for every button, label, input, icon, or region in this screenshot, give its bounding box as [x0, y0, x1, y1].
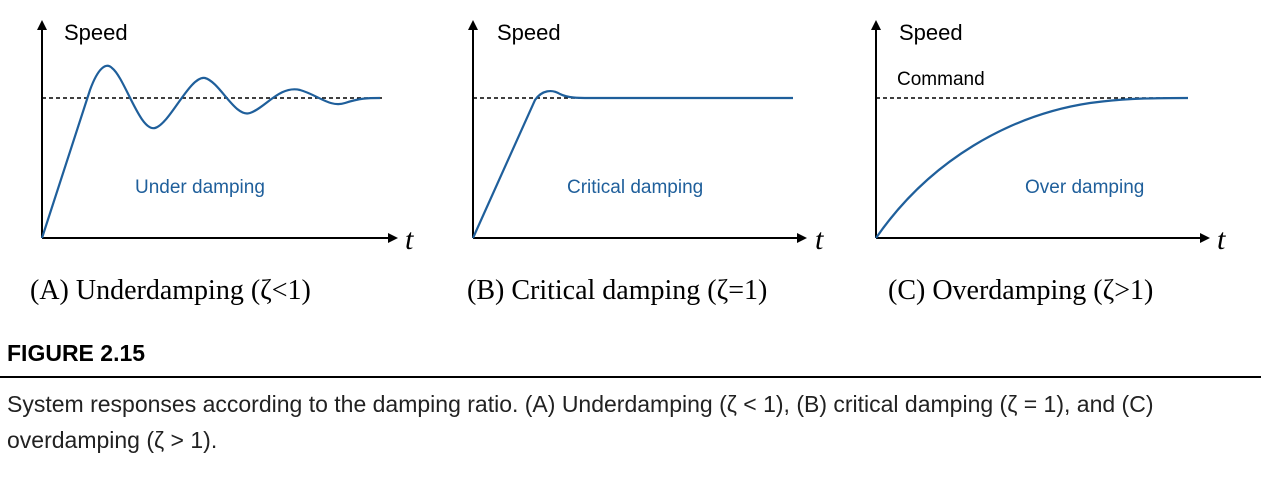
curve-annotation: Critical damping: [567, 177, 703, 198]
command-label: Command: [897, 69, 985, 90]
panel-overdamping: Speed t Command Over damping (C) Overdam…: [871, 20, 1226, 306]
curve-annotation: Over damping: [1025, 177, 1144, 198]
divider: [0, 376, 1261, 378]
panel-caption: (B) Critical damping (ζ=1): [467, 275, 767, 306]
panel-caption: (A) Underdamping (ζ<1): [30, 275, 311, 306]
response-curve: [875, 96, 1189, 239]
y-axis-label: Speed: [899, 20, 963, 45]
curve-annotation: Under damping: [135, 177, 265, 198]
response-curve: [40, 64, 381, 239]
figure-description: System responses according to the dampin…: [7, 391, 1154, 453]
panel-underdamping: Speed t Under damping (A) Underdamping (…: [30, 20, 414, 306]
y-axis-label: Speed: [64, 20, 128, 45]
x-axis-label: t: [815, 223, 824, 256]
damping-figure: Speed t Under damping (A) Underdamping (…: [30, 20, 1226, 306]
x-axis-label: t: [1217, 223, 1226, 256]
y-axis-label: Speed: [497, 20, 561, 45]
panel-caption: (C) Overdamping (ζ>1): [888, 275, 1153, 306]
x-axis-label: t: [405, 223, 414, 256]
response-curve: [471, 89, 793, 239]
figure-title: FIGURE 2.15: [7, 340, 146, 366]
panel-critical-damping: Speed t Critical damping (B) Critical da…: [467, 20, 824, 306]
